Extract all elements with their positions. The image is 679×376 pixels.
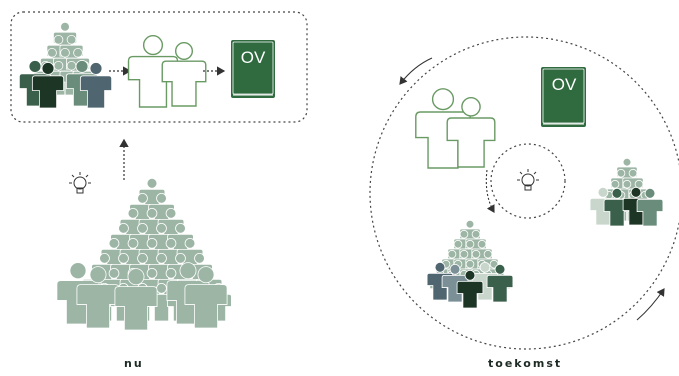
couple-outline-left: [127, 35, 207, 108]
cycle-arrow-top: [399, 57, 433, 85]
person-figure: [636, 187, 664, 227]
ov-label-left: OV: [241, 48, 266, 67]
ov-book-left: OV: [231, 40, 275, 98]
inner-circle: [490, 143, 566, 219]
cycle-arrow-bottom: [636, 288, 665, 321]
crowd-large-left: [56, 177, 232, 331]
person-figure: [114, 268, 158, 331]
caption-nu: nu: [124, 357, 144, 370]
crowd-medium-bottom: [426, 219, 514, 309]
lightbulb-icon-right: [517, 169, 539, 191]
person-figure: [31, 62, 65, 109]
person-figure: [76, 266, 120, 329]
lightbulb-icon: [69, 172, 91, 194]
caption-toekomst: toekomst: [488, 357, 563, 370]
crowd-small-right: [589, 157, 664, 227]
couple-outline-right: [415, 88, 496, 169]
person-figure: [184, 266, 228, 329]
person-figure: [161, 41, 207, 107]
dashed-frame: [10, 11, 308, 123]
person-figure: [486, 263, 514, 303]
person-figure: [456, 269, 484, 309]
crowd-small-left: [18, 21, 113, 109]
person-figure: [446, 97, 496, 168]
person-figure: [79, 62, 113, 109]
ov-label-right: OV: [552, 75, 577, 94]
ov-book-right: OV: [541, 67, 586, 127]
